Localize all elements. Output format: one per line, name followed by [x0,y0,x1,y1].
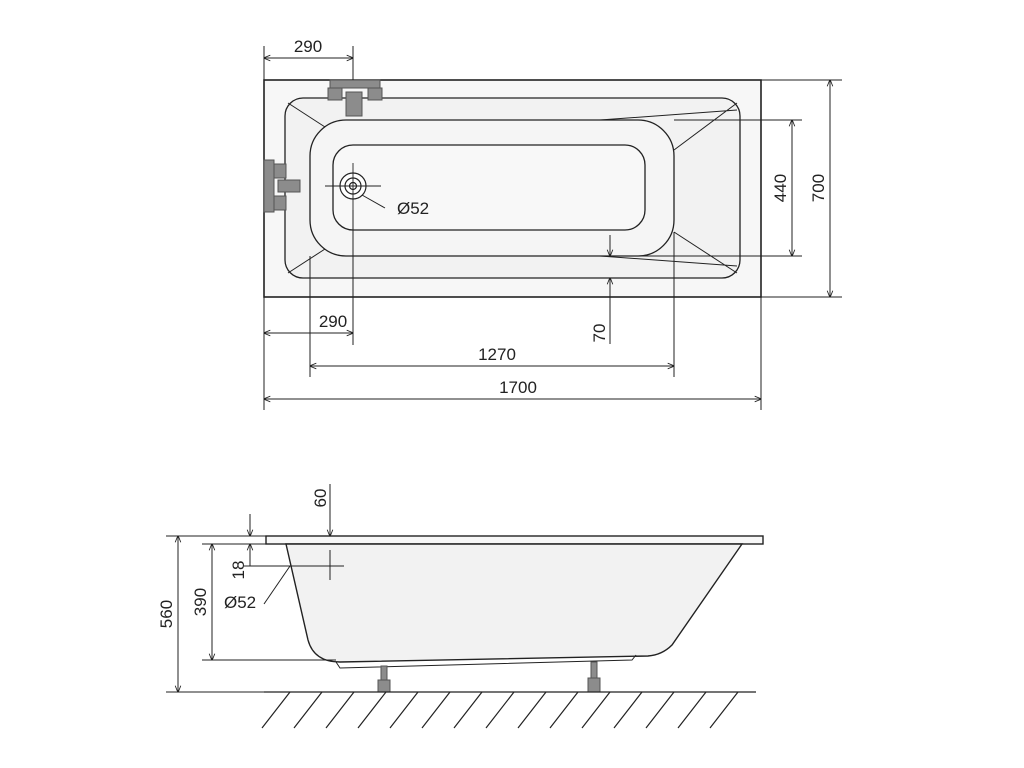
drain-diameter-label: Ø52 [397,199,429,218]
overflow-fitting-icon [327,79,383,117]
mixer-fitting-icon [263,159,301,213]
side-view-labels: 60 18 390 560 Ø52 [157,489,330,629]
side-view-rim [265,535,764,545]
side-view-body [285,543,744,663]
dim-label-drain-offset: 290 [319,312,347,331]
side-view [263,535,764,693]
top-view-wall-lines [287,102,738,274]
drain-icon [325,163,386,210]
dim-label-overflow-height: 18 [229,561,248,580]
adjustable-leg-icon [377,661,601,693]
floor-hatch [261,691,756,729]
dim-label-depth: 390 [191,588,210,616]
dim-label-rim-height: 60 [311,489,330,508]
top-view-dimensions [264,46,842,410]
side-view-dimensions [166,484,336,692]
side-view-base-frame [335,654,637,669]
overflow-diameter-label: Ø52 [224,593,256,612]
top-view-basin-floor [332,144,646,231]
top-view [263,79,762,298]
top-view-labels: 290 290 1270 1700 440 700 70 Ø52 [294,37,828,397]
dim-label-step: 70 [590,324,609,343]
dim-label-inner-width: 440 [771,174,790,202]
dim-label-total-height: 560 [157,600,176,628]
dim-label-inner-length: 1270 [478,345,516,364]
dim-label-total-width: 700 [809,174,828,202]
dim-label-total-length: 1700 [499,378,537,397]
dim-label-overflow-offset: 290 [294,37,322,56]
